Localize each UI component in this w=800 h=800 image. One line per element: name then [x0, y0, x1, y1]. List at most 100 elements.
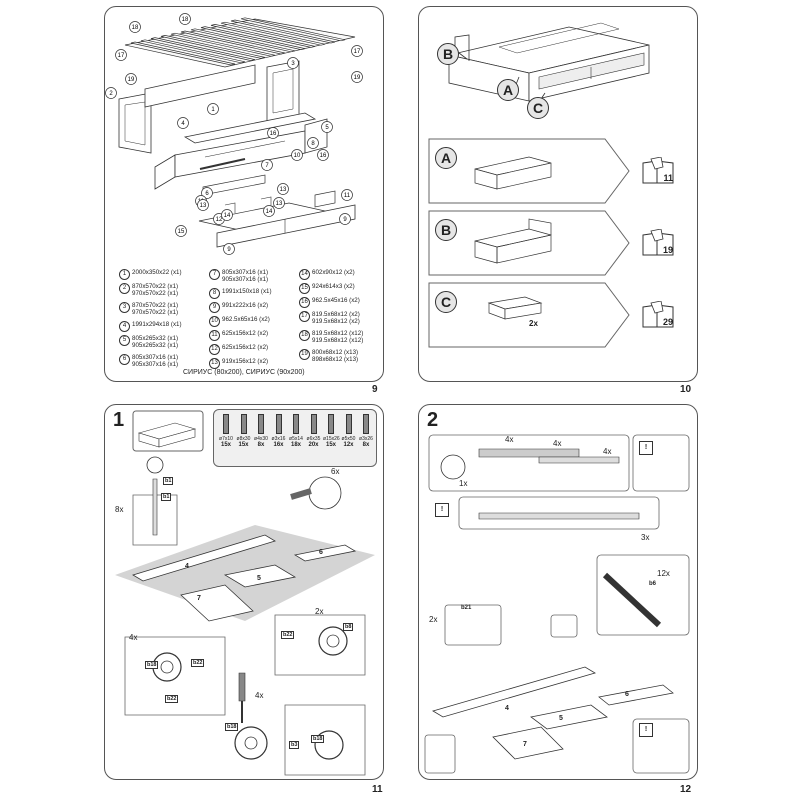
panel-4 [132, 534, 276, 582]
part-dimensions: 805x307x16 (x1) 905x307x16 (x1) [222, 269, 269, 283]
part-dimensions: 625x156x12 (x2) [222, 344, 269, 351]
panel-label-7: 7 [197, 595, 201, 602]
part-callout-circle [351, 71, 363, 83]
model-caption: СИРИУС (80x200), СИРИУС (90x200) [183, 369, 305, 376]
hardware-code: ø3x16 [271, 436, 286, 442]
part-callout-circle [201, 187, 213, 199]
frame-7 [154, 154, 176, 190]
part-number: 10 [209, 316, 220, 327]
mult-8x: 8x [115, 505, 124, 514]
part-callout-circle [263, 205, 275, 217]
hw-label-b21: b21 [461, 605, 472, 611]
mult-3x: 3x [641, 533, 650, 542]
part-number: 17 [299, 311, 310, 322]
exploded-bed-diagram: 1818171719191234567810111112131314151616… [105, 13, 363, 255]
slat [240, 17, 346, 42]
screw-icon [310, 414, 317, 434]
part-callout-circle [115, 49, 127, 61]
part-callout-label: 19 [128, 77, 135, 83]
part-callout-circle [307, 137, 319, 149]
hardware-code: ø5x50 [341, 436, 356, 442]
mult-2x: 2x [429, 615, 438, 624]
part-dimensions: 870x570x22 (x1) 970x570x22 (x1) [132, 283, 179, 297]
hardware-tag: b22 [191, 659, 205, 667]
panel-label-4: 4 [185, 563, 189, 570]
part-callout-label: 3 [291, 61, 295, 67]
part-dimensions: 805x265x32 (x1) 905x265x32 (x1) [132, 335, 179, 349]
slat-group [124, 17, 356, 68]
panel-label-5: 5 [559, 715, 563, 722]
slat [200, 26, 306, 50]
hw-label-b6: b6 [649, 581, 657, 587]
part-number: 16 [299, 297, 310, 308]
part-callout-circle [179, 13, 191, 25]
hardware-tag: b1 [161, 493, 172, 501]
part-callout-circle [287, 57, 299, 69]
part-callout-circle [321, 121, 333, 133]
row-a-letter: A [435, 147, 457, 169]
warning-icon: ! [639, 441, 653, 455]
mult-4x-b: 4x [553, 439, 562, 448]
part-callout-circle [105, 87, 117, 99]
slat [220, 21, 326, 46]
part-callout-label: 19 [354, 75, 361, 81]
part-callout-circle [207, 103, 219, 115]
hardware-tag: b1 [163, 477, 174, 485]
panel-label-5: 5 [257, 575, 261, 582]
part-callout-label: 14 [266, 209, 273, 215]
part-callout-label: 16 [270, 131, 277, 137]
hardware-qty: 18x [290, 442, 301, 448]
part-callout-circle [129, 21, 141, 33]
hardware-tag: b18 [225, 723, 239, 731]
screw-icon [258, 414, 264, 434]
part-number: 8 [209, 288, 220, 299]
drawer-front-9 [216, 204, 356, 248]
side-panel-2 [118, 92, 152, 154]
part-callout-circle [341, 189, 353, 201]
slat [210, 24, 316, 48]
row-c-qty: 2x [529, 319, 538, 328]
part-callout-label: 17 [118, 53, 125, 59]
screw-icon [240, 414, 247, 434]
part-number: 3 [119, 302, 130, 313]
part-number: 15 [299, 283, 310, 294]
page-12: 2 4x 4x 4x 1x 3x 2x 12x 4 5 6 [418, 404, 698, 780]
part-dimensions: 1991x150x18 (x1) [222, 288, 272, 295]
hardware-code: ø8x30 [236, 436, 251, 442]
panel-label-7: 7 [523, 741, 527, 748]
step-number-1: 1 [113, 409, 125, 431]
part-dimensions: 625x156x12 (x2) [222, 330, 269, 337]
slat [180, 30, 286, 55]
slat [130, 41, 236, 66]
callout-a: A [497, 79, 519, 101]
part-dimensions: 919x156x12 (x2) [222, 358, 269, 365]
part-number: 13 [209, 358, 220, 369]
part-number: 6 [119, 354, 130, 365]
part-number: 12 [209, 344, 220, 355]
part-callout-label: 9 [343, 217, 347, 223]
part-callout-label: 2 [109, 91, 113, 97]
part-callout-label: 18 [182, 17, 189, 23]
step-number-2: 2 [427, 409, 439, 431]
panel-7 [492, 726, 564, 760]
hardware-qty: 20x [308, 442, 319, 448]
panel-4 [432, 666, 596, 718]
part-dimensions: 602x90x12 (x2) [312, 269, 355, 276]
part-callout-label: 14 [224, 213, 231, 219]
part-callout-label: 13 [200, 203, 207, 209]
panel-5 [223, 564, 297, 588]
part-callout-circle [317, 149, 329, 161]
part-callout-label: 15 [178, 229, 185, 235]
part-dimensions: 924x614x3 (x2) [312, 283, 355, 290]
part-dimensions: 819.5x68x12 (x2) 919.5x68x12 (x2) [312, 311, 360, 325]
hardware-qty: 12x [343, 442, 354, 448]
